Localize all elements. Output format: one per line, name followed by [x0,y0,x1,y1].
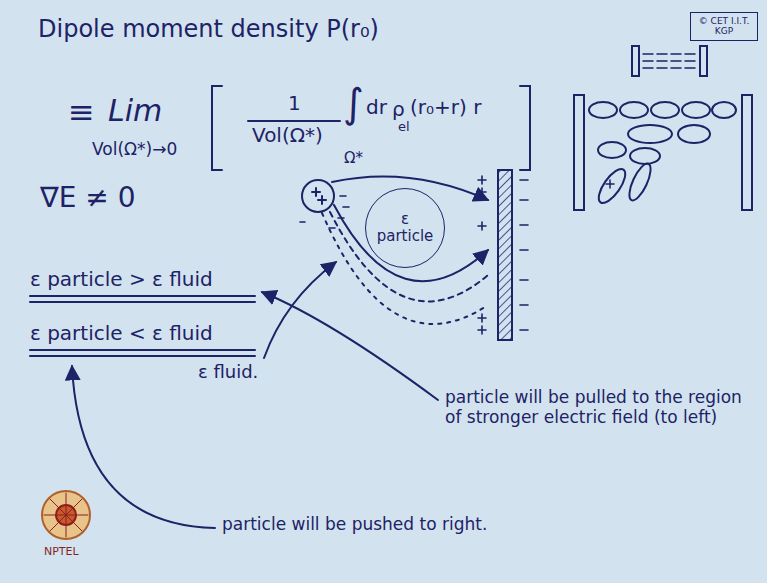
bracket [212,86,222,170]
electrode [700,46,707,76]
inequality: ε particle > ε fluid [30,268,213,291]
heading: Dipole moment density P(r₀) [38,16,379,44]
electrode-plate [498,170,512,340]
double-underline [30,296,255,302]
particle-chain [589,102,736,207]
callout-arrow [262,292,438,400]
limit-symbol: Lim [108,94,162,129]
bracket [520,86,530,170]
minus-sign [520,180,528,330]
logo-text: NPTEL [44,546,79,559]
particle-circle: ε particle [365,188,445,268]
node-text: ε particle [375,211,435,246]
region-label: ε fluid. [198,362,258,383]
electrode [742,95,752,210]
small-particle [302,180,334,212]
integral-domain: Ω* [344,150,363,167]
field-line [643,54,695,68]
field-line [334,205,488,281]
integrand: (r₀+r) r [410,96,481,119]
limit-condition: Vol(Ω*)→0 [92,140,177,160]
condition: ∇E ≠ 0 [40,182,136,214]
note: particle will be pushed to right. [222,515,552,535]
minus-sign [300,196,349,228]
node-text: © CET I.I.T. KGP [696,16,752,37]
plus-sign [312,188,326,204]
denominator: Vol(Ω*) [252,124,323,147]
inequality: ε particle < ε fluid [30,322,213,345]
subscript: el [398,120,410,135]
numerator: 1 [288,92,301,115]
charge-density: ρ [392,98,405,121]
logo [42,491,90,539]
note: particle will be pulled to the region of… [445,388,745,427]
fraction-line [248,120,340,122]
electrode [632,46,639,76]
plus-sign [478,176,486,334]
copyright-box: © CET I.I.T. KGP [690,12,758,41]
double-underline [30,350,255,356]
electrode [574,95,584,210]
callout-arrow [72,366,215,528]
integral-sign: ∫ [343,80,364,126]
differential: dr [366,96,387,119]
identity-sign: ≡ [68,94,95,131]
